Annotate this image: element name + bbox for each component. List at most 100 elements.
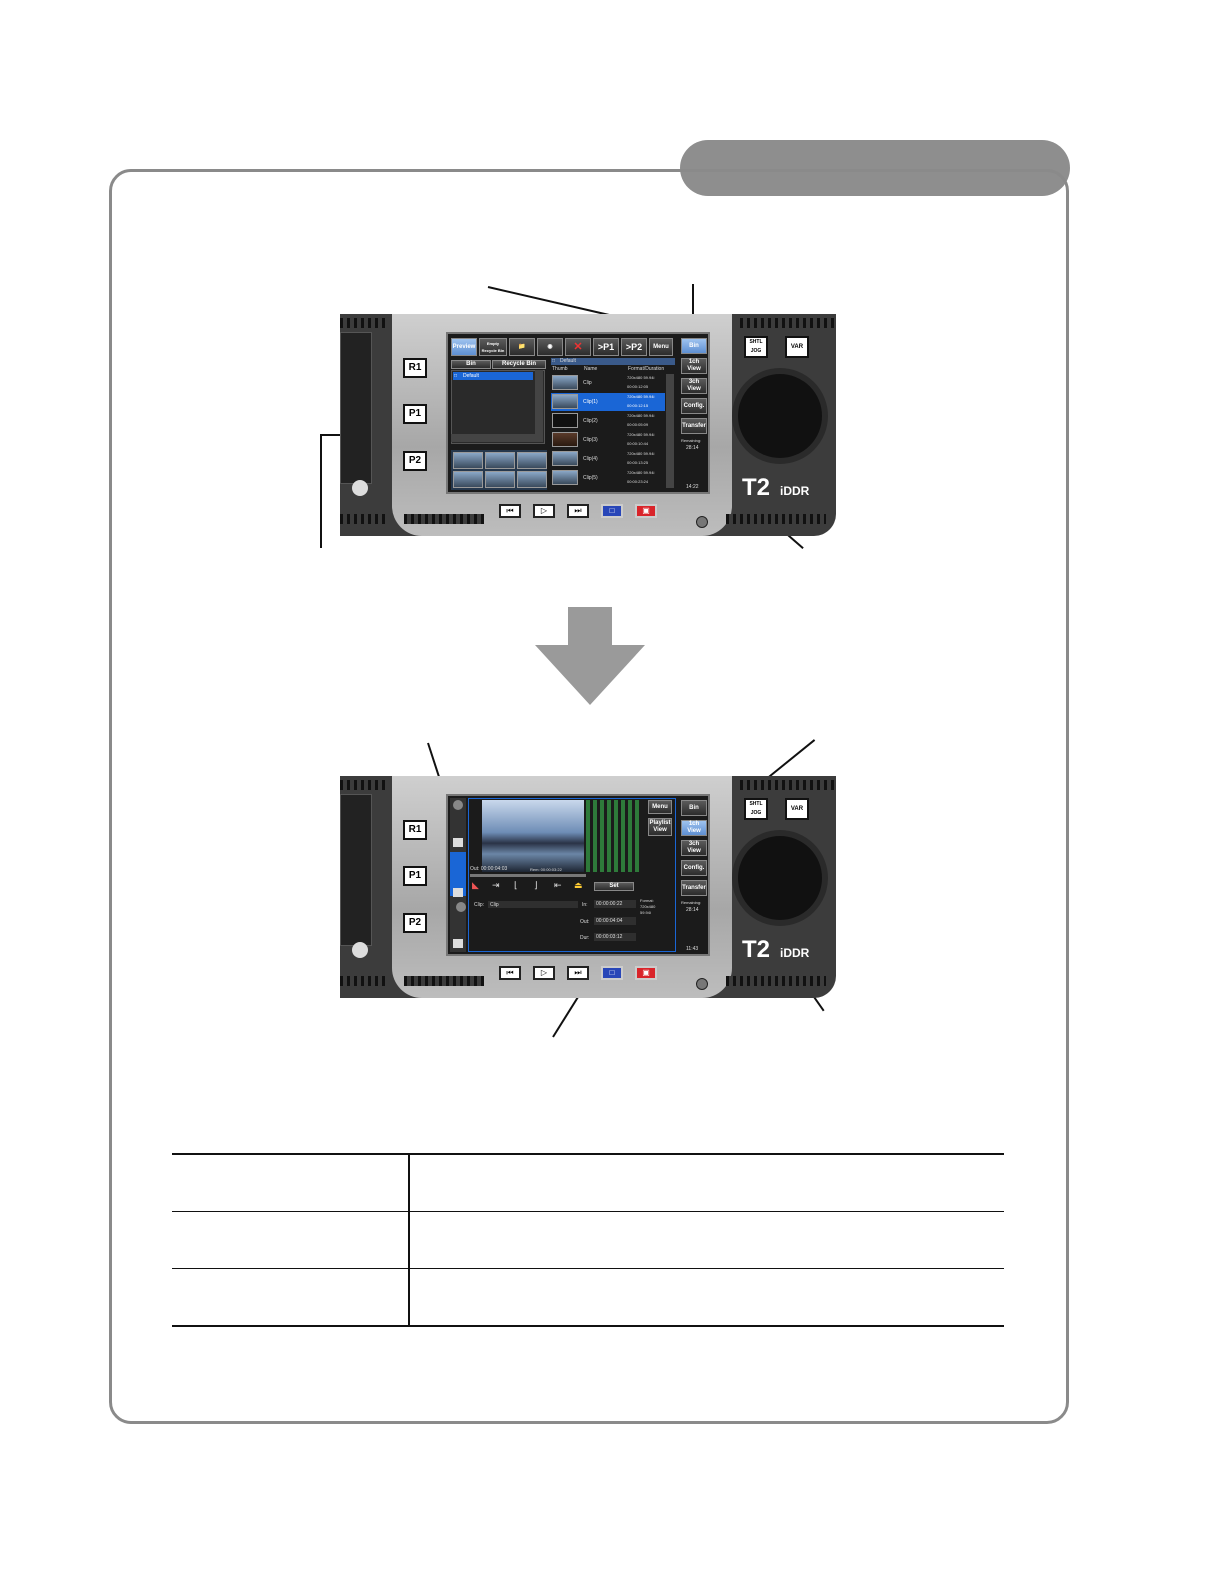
var-button[interactable]: VAR <box>785 798 809 820</box>
mark-in-icon[interactable]: ◣ <box>472 880 479 890</box>
table-row[interactable]: Clip(3) 720x480 59.94i 00:00:10:44 <box>551 431 665 449</box>
table-row[interactable]: Clip(4) 720x480 59.94i 00:00:13:25 <box>551 450 665 468</box>
clip-duration: 00:00:05:09 <box>627 422 649 427</box>
clip-name-field[interactable]: Clip <box>488 901 578 908</box>
list-scrollbar[interactable] <box>666 374 674 488</box>
transfer-button[interactable]: Transfer <box>681 418 707 434</box>
table-row[interactable]: Clip(2) 720x480 59.94i 00:00:05:09 <box>551 412 665 430</box>
out-label: Out: <box>580 919 590 925</box>
eject-icon[interactable]: ⏏ <box>574 880 583 890</box>
left-panel <box>340 332 372 484</box>
empty-recycle-bin-button[interactable]: Empty Recycle Bin <box>479 338 507 356</box>
p1-button[interactable]: P1 <box>403 866 427 886</box>
tab-bin[interactable]: Bin <box>451 360 491 369</box>
config-button[interactable]: Config. <box>681 398 707 414</box>
jog-wheel[interactable] <box>732 830 828 926</box>
device-bottom: R1 P1 P2 Out: 00:00:04:03 Rem: 00:00:03:… <box>340 776 836 998</box>
record-button[interactable]: ▣ <box>635 504 657 518</box>
p2-button[interactable]: P2 <box>403 913 427 933</box>
lock-icon[interactable] <box>453 888 463 897</box>
skip-back-icon: ⏮ <box>506 506 514 515</box>
1ch-view-button[interactable]: 1ch View <box>681 820 707 836</box>
vent <box>340 514 388 524</box>
stop-icon: □ <box>609 506 615 515</box>
menu-button[interactable]: Menu <box>648 800 672 814</box>
capture-button[interactable]: ◉ <box>537 338 563 356</box>
stop-button[interactable]: □ <box>601 966 623 980</box>
prev-clip-button[interactable]: ⏮ <box>499 504 521 518</box>
clip-name: Clip(5) <box>583 475 598 481</box>
out-field[interactable]: 00:00:04:04 <box>594 917 636 925</box>
menu-button[interactable]: Menu <box>649 338 673 356</box>
r1-button[interactable]: R1 <box>403 358 427 378</box>
var-button[interactable]: VAR <box>785 336 809 358</box>
in-point-icon[interactable]: ⌊ <box>514 880 518 890</box>
send-p1-button[interactable]: >P1 <box>593 338 619 356</box>
p1-channel-active[interactable] <box>450 852 466 896</box>
tree-scrollbar[interactable] <box>535 370 543 442</box>
transfer-button[interactable]: Transfer <box>681 880 707 896</box>
config-button[interactable]: Config. <box>681 860 707 876</box>
tree-item-default[interactable]: □ Default <box>453 372 533 380</box>
trim-toolbar: ◣ ⇥ ⌊ ⌋ ⇤ ⏏ <box>470 880 590 892</box>
vent <box>404 976 484 986</box>
playlist-view-button[interactable]: Playlist View <box>648 818 672 836</box>
strip-thumb[interactable] <box>485 471 515 488</box>
in-value: 00:00:00:22 <box>596 901 623 907</box>
send-p2-button[interactable]: >P2 <box>621 338 647 356</box>
next-clip-button[interactable]: ⏭ <box>567 504 589 518</box>
lock-icon[interactable] <box>453 939 463 948</box>
p1-button[interactable]: P1 <box>403 404 427 424</box>
timeline-slider[interactable] <box>470 874 586 877</box>
format-label: Format: <box>640 898 654 903</box>
left-panel <box>340 794 372 946</box>
1ch-view-button[interactable]: 1ch View <box>681 358 707 374</box>
preview-button[interactable]: Preview <box>451 338 477 356</box>
jog-wheel[interactable] <box>732 368 828 464</box>
strip-thumb[interactable] <box>517 452 547 469</box>
record-button[interactable]: ▣ <box>635 966 657 980</box>
tab-recycle-bin[interactable]: Recycle Bin <box>492 360 546 369</box>
strip-thumb[interactable] <box>453 471 483 488</box>
clip-thumbnail <box>552 451 578 466</box>
table-row[interactable]: Clip(1) 720x480 59.94i 00:00:12:15 <box>551 393 665 411</box>
shtl-jog-button[interactable]: SHTL JOG <box>744 336 768 358</box>
set-button[interactable]: Set <box>594 882 634 891</box>
clip-list: Clip 720x480 59.94i 00:00:12:05 Clip(1) … <box>551 374 665 490</box>
play-button[interactable]: ▷ <box>533 966 555 980</box>
go-to-out-icon[interactable]: ⇤ <box>554 880 562 890</box>
prev-clip-button[interactable]: ⏮ <box>499 966 521 980</box>
p2-button[interactable]: P2 <box>403 451 427 471</box>
strip-thumb[interactable] <box>485 452 515 469</box>
bin-button[interactable]: Bin <box>681 800 707 816</box>
r1-button[interactable]: R1 <box>403 820 427 840</box>
bin-button[interactable]: Bin <box>681 338 707 354</box>
folder-icon: □ <box>552 358 556 364</box>
strip-thumb[interactable] <box>517 471 547 488</box>
new-folder-button[interactable]: 📁 <box>509 338 535 356</box>
table-cell <box>409 1268 1004 1327</box>
out-point-icon[interactable]: ⌋ <box>534 880 538 890</box>
strip-thumb[interactable] <box>453 452 483 469</box>
3ch-view-button[interactable]: 3ch View <box>681 378 707 394</box>
shtl-jog-button[interactable]: SHTL JOG <box>744 798 768 820</box>
stop-button[interactable]: □ <box>601 504 623 518</box>
lock-icon[interactable] <box>453 838 463 847</box>
callout-line <box>320 434 322 548</box>
go-to-in-icon[interactable]: ⇥ <box>492 880 500 890</box>
table-cell <box>409 1153 1004 1212</box>
in-field[interactable]: 00:00:00:22 <box>594 900 636 908</box>
remaining-label: Remaining: <box>681 900 702 905</box>
brand-logo: T2 <box>742 936 771 963</box>
table-row[interactable]: Clip(5) 720x480 59.94i 00:00:23:24 <box>551 469 665 487</box>
delete-button[interactable]: ✕ <box>565 338 591 356</box>
play-button[interactable]: ▷ <box>533 504 555 518</box>
spec-table <box>172 1153 1004 1327</box>
tree-hscrollbar[interactable] <box>451 434 535 442</box>
play-icon: ▷ <box>540 968 548 977</box>
dur-value: 00:00:03:12 <box>596 934 623 940</box>
next-clip-button[interactable]: ⏭ <box>567 966 589 980</box>
table-row[interactable]: Clip 720x480 59.94i 00:00:12:05 <box>551 374 665 392</box>
3ch-view-button[interactable]: 3ch View <box>681 840 707 856</box>
dur-field[interactable]: 00:00:03:12 <box>594 933 636 941</box>
